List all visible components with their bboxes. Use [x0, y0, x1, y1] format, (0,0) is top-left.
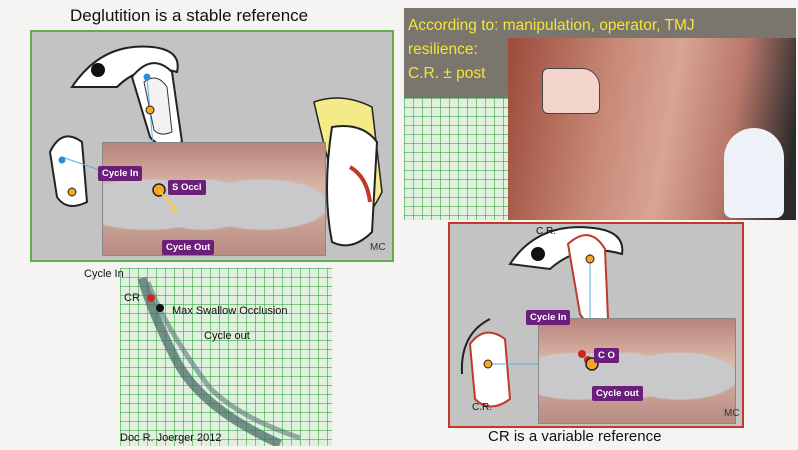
co-tag: C O [594, 348, 619, 363]
deglutition-panel: Cycle In S Occl Cycle Out MC [30, 30, 394, 262]
tracing-panel [120, 268, 332, 446]
signature: MC [370, 242, 386, 253]
caption-line-1: According to: manipulation, operator, TM… [408, 17, 695, 34]
title-variable-reference: CR is a variable reference [488, 428, 662, 445]
tmj-overlay [542, 68, 600, 114]
photo-panel: According to: manipulation, operator, TM… [404, 8, 796, 220]
cycle-in-tag: Cycle In [98, 166, 143, 181]
cr-cycle-in-tag: Cycle In [526, 310, 571, 325]
occlusion-marker [152, 183, 178, 213]
tracing-cr-label: CR [124, 292, 140, 304]
tracing-max-swallow-label: Max Swallow Occlusion [172, 305, 288, 317]
cr-cycle-out-tag: Cycle out [592, 386, 643, 401]
tracing-cycle-in-label: Cycle In [84, 268, 124, 280]
cr-signature: MC [724, 408, 740, 419]
caption-line-2: resilience: [408, 41, 478, 58]
tracing-cycle-out-label: Cycle out [204, 330, 250, 342]
deglutition-diagram [48, 45, 383, 247]
cr-panel: C.R. C.R. Cycle In C O Cycle out MC [448, 222, 744, 428]
tracing-credit: Doc R. Joerger 2012 [120, 432, 222, 444]
photo-caption: According to: manipulation, operator, TM… [408, 14, 695, 86]
cr-teeth-photo [538, 318, 736, 424]
gloved-hand [724, 128, 784, 218]
title-stable-reference: Deglutition is a stable reference [70, 6, 309, 25]
caption-line-3: C.R. ± post [408, 65, 486, 82]
tracing-inset [404, 98, 508, 220]
cr-label-top: C.R. [536, 226, 556, 237]
co-marker [578, 350, 599, 371]
cycle-out-tag: Cycle Out [162, 240, 215, 255]
cr-diagram [460, 226, 624, 408]
tracing-path [137, 276, 301, 446]
teeth-photo [102, 142, 326, 256]
s-occl-tag: S Occl [168, 180, 206, 195]
cr-label-left: C.R. [472, 402, 492, 413]
